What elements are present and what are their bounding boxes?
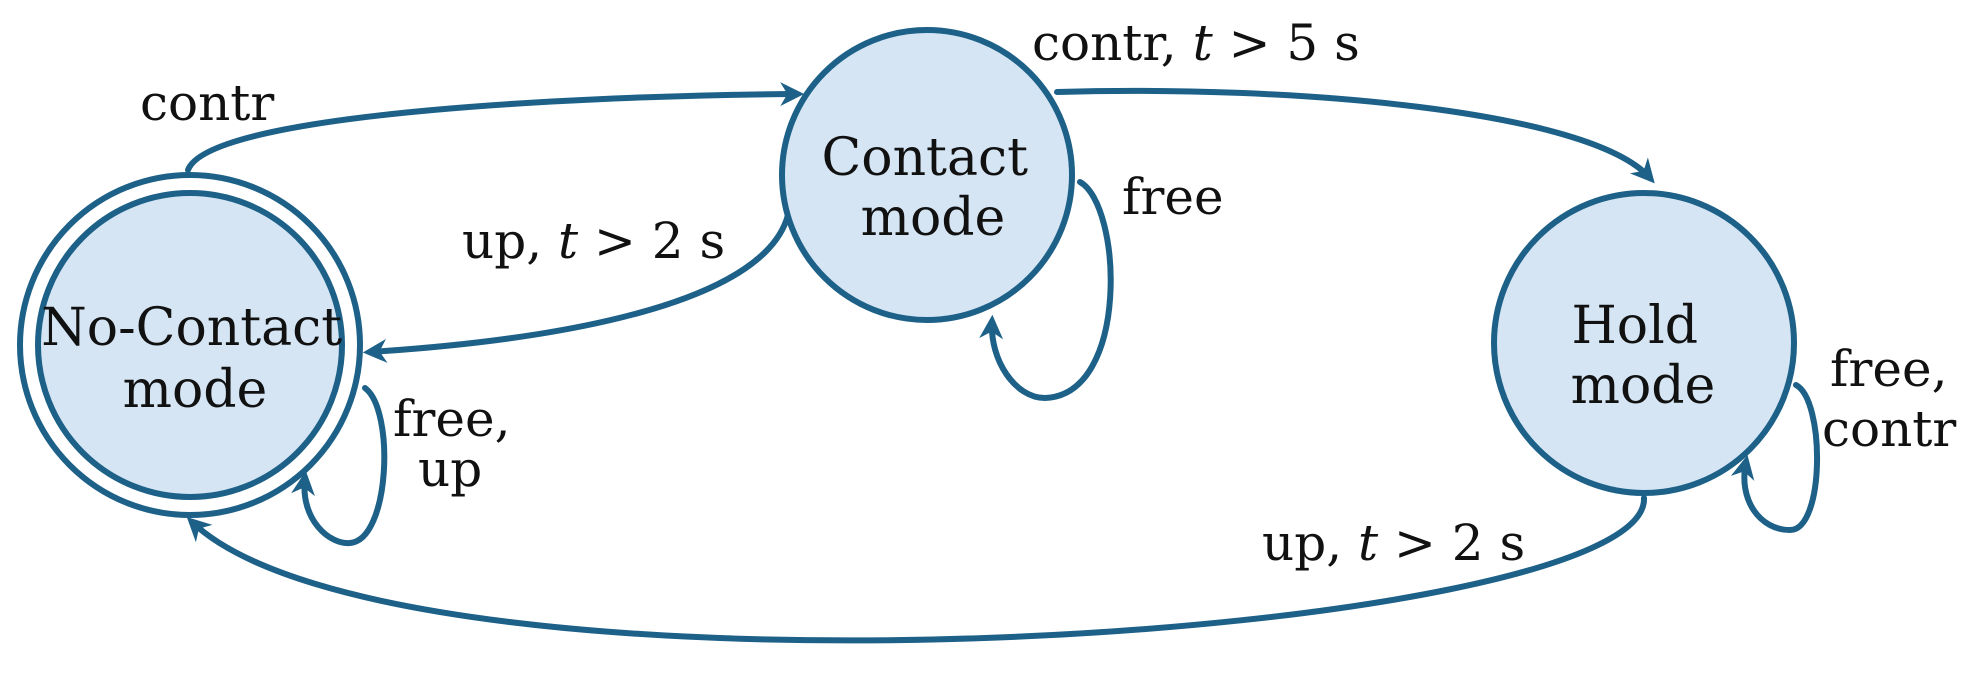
label-no-contact-to-contact: contr — [140, 74, 274, 132]
svg-text:Hold mode: Hold mode — [1571, 296, 1716, 416]
state-no-contact-label-line1: No-Contact — [41, 298, 342, 358]
edge-contact-to-no-contact — [362, 212, 791, 363]
label-contact-to-hold: contr, t > 5 s — [1032, 14, 1360, 72]
edge-hold-self-loop — [1730, 382, 1821, 534]
edge-no-contact-to-contact — [185, 82, 805, 173]
state-hold-label-line2: mode — [1571, 356, 1716, 416]
edge-contact-to-hold — [1054, 87, 1655, 184]
state-contact-label-line2: mode — [861, 188, 1006, 248]
label-contact-self-loop: free — [1122, 168, 1224, 226]
edge-hold-to-no-contact — [186, 495, 1648, 644]
label-contact-to-no-contact: up, t > 2 s — [462, 212, 725, 270]
svg-text:No-Contact mode: No-Contact mode — [41, 298, 358, 420]
edge-no-contact-self-loop — [291, 385, 388, 547]
state-hold: Hold mode — [1491, 190, 1797, 496]
edge-contact-self-loop — [979, 179, 1114, 402]
state-hold-circle — [1491, 190, 1797, 496]
state-contact-label-line1: Contact — [821, 128, 1028, 188]
state-no-contact-label-line2: mode — [123, 360, 268, 420]
state-no-contact-outer-ring — [17, 172, 363, 518]
state-no-contact-circle — [35, 190, 345, 500]
state-hold-label-line1: Hold — [1571, 296, 1698, 356]
state-no-contact: No-Contact mode — [17, 172, 363, 518]
state-contact: Contact mode — [779, 27, 1075, 323]
label-no-contact-self-loop: free, up — [393, 390, 526, 498]
label-hold-self-loop: free, contr — [1822, 340, 1963, 458]
label-hold-to-no-contact: up, t > 2 s — [1262, 514, 1525, 572]
state-contact-circle — [779, 27, 1075, 323]
svg-text:Contact mode: Contact mode — [821, 128, 1044, 248]
